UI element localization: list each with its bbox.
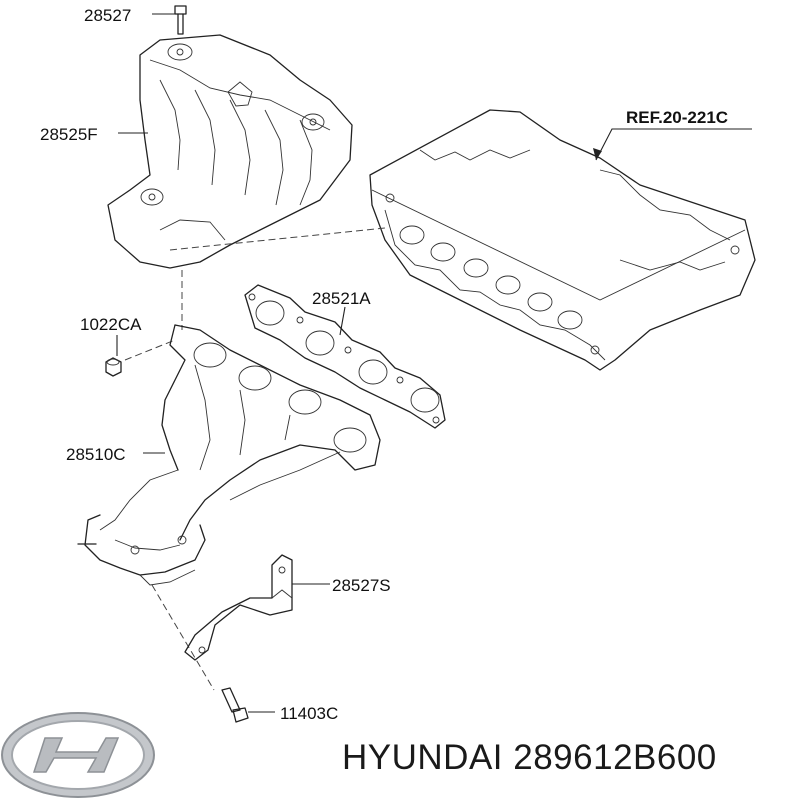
bolt-top-label: 28527: [84, 6, 131, 25]
gasket-label: 28521A: [312, 289, 371, 308]
reference-label: REF.20-221C: [626, 108, 728, 127]
exhaust-manifold-drawing: [77, 324, 381, 586]
gasket-drawing: [244, 284, 446, 429]
top-bolt-drawing: [174, 5, 187, 35]
cylinder-head-drawing: [369, 109, 756, 371]
manifold-label: 28510C: [66, 445, 126, 464]
heat-shield-drawing: [107, 34, 353, 269]
bracket-drawing: [184, 554, 293, 661]
nut-drawing: [105, 357, 122, 377]
bolt-bottom-label: 11403C: [280, 704, 338, 723]
heat-shield-label: 28525F: [40, 125, 98, 144]
nut-label: 1022CA: [80, 315, 142, 334]
hyundai-logo-icon: [1, 712, 155, 798]
bottom-bolt-drawing: [221, 687, 249, 723]
bracket-label: 28527S: [332, 576, 391, 595]
reference-leader-line: [595, 128, 752, 161]
gasket-leader-line: [339, 306, 346, 336]
brand-caption: HYUNDAI 289612B600: [342, 738, 717, 777]
